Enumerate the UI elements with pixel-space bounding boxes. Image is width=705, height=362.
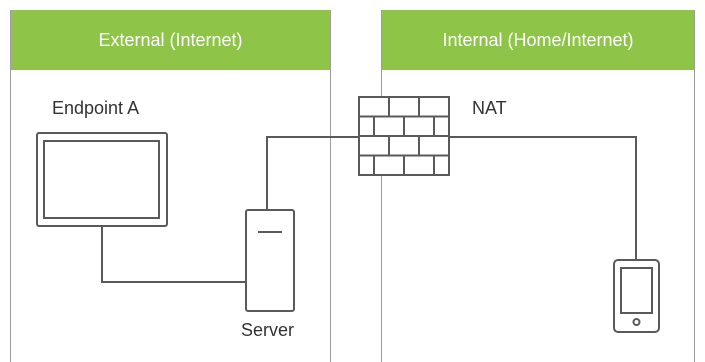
server-icon [245, 209, 295, 312]
monitor-icon [36, 132, 168, 227]
internal-zone: Internal (Home/Internet) [381, 10, 695, 362]
server-to-firewall-link [266, 136, 359, 210]
endpoint-to-server-link [101, 226, 246, 283]
endpoint-a-label: Endpoint A [52, 98, 140, 118]
server-label: Server [241, 320, 295, 340]
nat-label: NAT [472, 98, 507, 118]
internal-zone-header: Internal (Home/Internet) [382, 10, 694, 70]
connections [101, 136, 637, 283]
firewall-icon [358, 96, 450, 176]
tablet-icon [613, 259, 660, 333]
firewall-to-device-link [449, 136, 637, 260]
external-zone-header: External (Internet) [11, 10, 330, 70]
external-zone: External (Internet) [10, 10, 331, 362]
